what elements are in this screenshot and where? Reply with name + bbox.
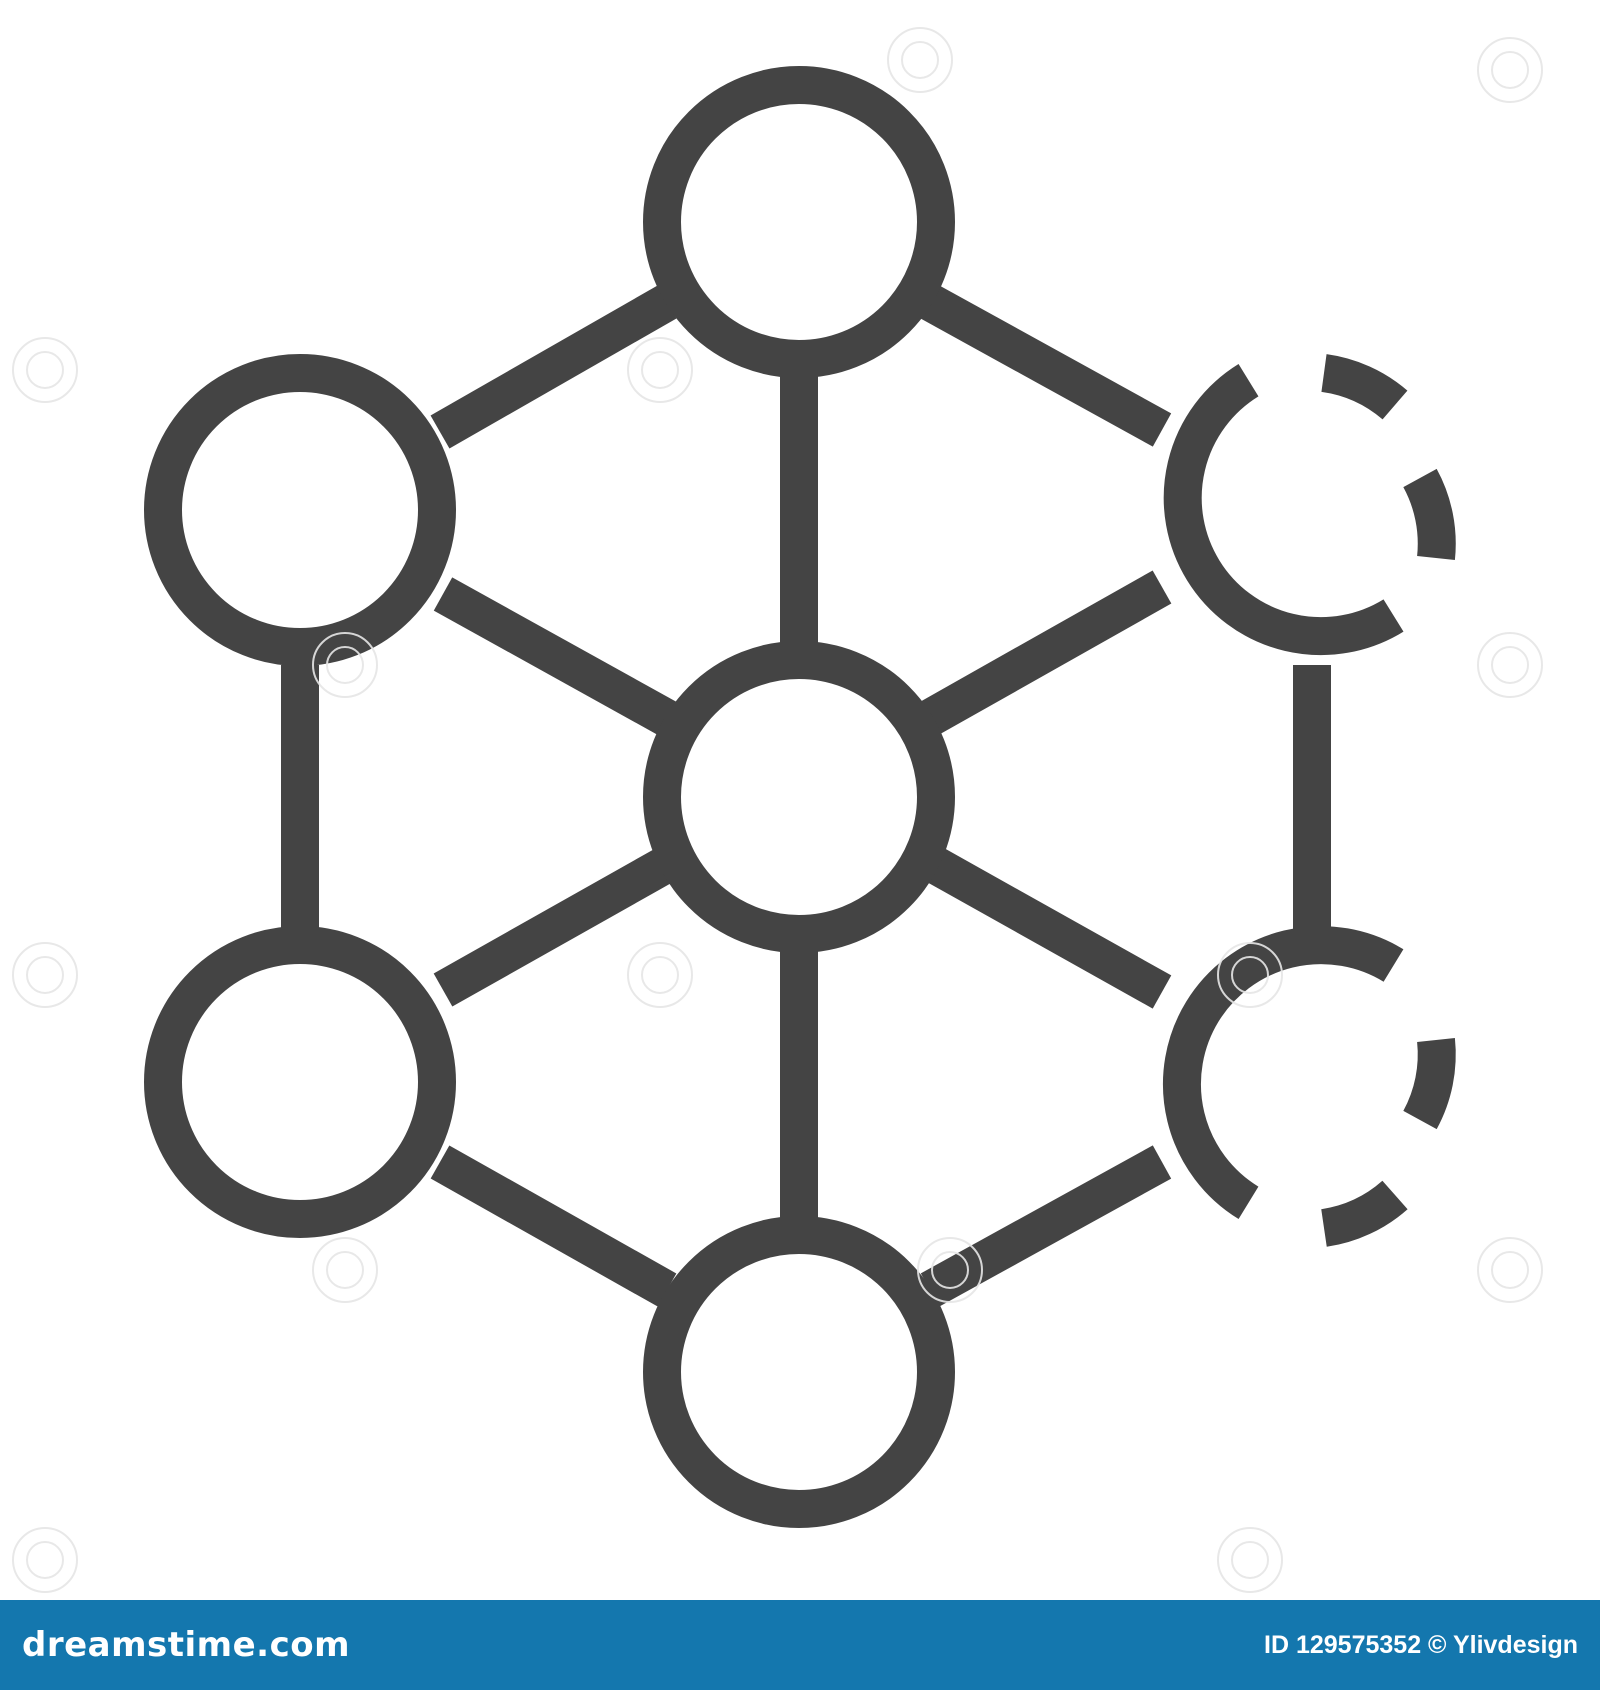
edge (430, 1145, 677, 1307)
edge (920, 845, 1172, 1009)
footer-bar: dreamstime.com ID 129575352 © Ylivdesign (0, 1600, 1600, 1690)
node-lower-left (144, 926, 456, 1238)
edge (430, 285, 677, 449)
node-center (643, 641, 955, 953)
node-upper-left (144, 354, 456, 666)
edge (433, 577, 680, 737)
edge (433, 845, 680, 1007)
edge (920, 570, 1172, 735)
edge (920, 1145, 1172, 1307)
image-credit: ID 129575352 © Ylivdesign (1264, 1630, 1578, 1659)
node-bottom (643, 1216, 955, 1528)
dreamstime-logo: dreamstime.com (22, 1625, 351, 1665)
edges (281, 285, 1331, 1307)
node-lower-right-partial (1162, 926, 1456, 1247)
edge (920, 285, 1172, 447)
node-upper-right-partial (1163, 354, 1456, 656)
network-nodes-icon (144, 66, 1456, 1528)
node-top (643, 66, 955, 378)
